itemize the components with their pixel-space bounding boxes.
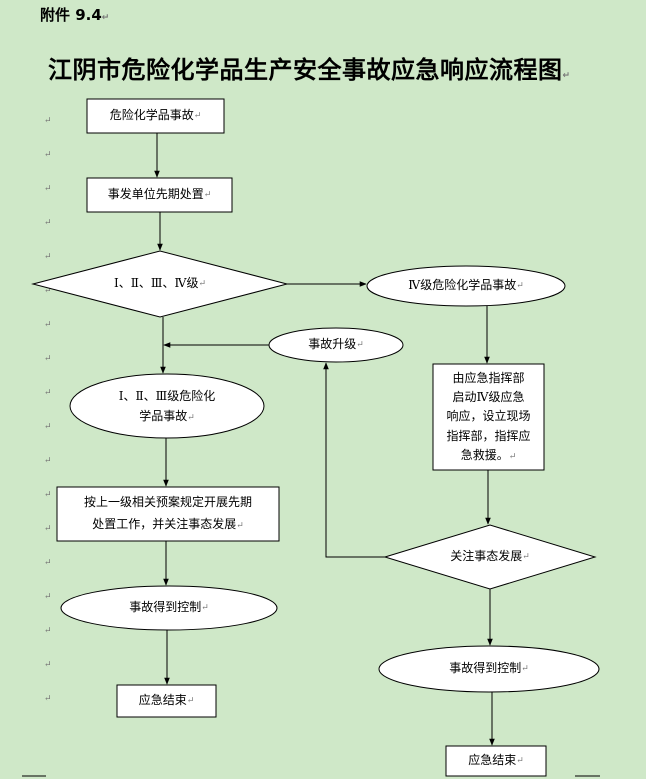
arrow-monitor-to-upgrade [323, 362, 385, 558]
level4-accident-label: Ⅳ级危险化学品事故↵ [408, 278, 524, 293]
level123-accident-label: Ⅰ、Ⅱ、Ⅲ级危险化 学品事故↵ [118, 388, 216, 423]
monitor-diamond [383, 524, 597, 590]
paragraph-mark: ↵ [44, 456, 52, 466]
paragraph-mark: ↵ [44, 422, 52, 432]
end-right-label: 应急结束↵ [468, 753, 524, 768]
paragraph-mark: ↵ [44, 286, 52, 296]
accident-label: 危险化学品事故↵ [109, 108, 202, 123]
paragraph-mark: ↵ [44, 320, 52, 330]
controlled-left-ellipse [60, 585, 278, 631]
paragraph-mark: ↵ [44, 592, 52, 602]
accident-box [86, 98, 225, 134]
paragraph-mark: ↵ [44, 524, 52, 534]
first-response-box [86, 177, 233, 213]
upgrade-label: 事故升级↵ [308, 337, 364, 352]
paragraph-mark: ↵ [44, 218, 52, 228]
controlled-right-label: 事故得到控制↵ [449, 661, 529, 676]
controlled-right-ellipse [378, 645, 600, 693]
paragraph-mark: ↵ [44, 626, 52, 636]
paragraph-mark: ↵ [44, 660, 52, 670]
paragraph-mark: ↵ [44, 150, 52, 160]
paragraph-mark: ↵ [44, 252, 52, 262]
level4-accident-ellipse [366, 265, 566, 307]
end-left-box [116, 684, 217, 718]
paragraph-mark: ↵ [44, 354, 52, 364]
end-left-label: 应急结束↵ [138, 693, 195, 708]
first-response-label: 事发单位先期处置↵ [107, 187, 212, 202]
paragraph-mark: ↵ [44, 490, 52, 500]
command-box [432, 363, 545, 471]
level123-accident-ellipse [69, 373, 265, 439]
paragraph-mark: ↵ [44, 184, 52, 194]
attachment-label: 附件 9.4↵ [40, 6, 110, 24]
page-title: 江阴市危险化学品生产安全事故应急响应流程图↵ [48, 56, 571, 84]
paragraph-mark: ↵ [44, 694, 52, 704]
higher-response-label: 按上一级相关预案规定开展先期 处置工作，并关注事态发展↵ [83, 495, 252, 531]
end-right-box [445, 745, 547, 777]
paragraph-mark: ↵ [44, 558, 52, 568]
monitor-label: 关注事态发展↵ [450, 549, 530, 564]
higher-response-box [56, 486, 280, 542]
controlled-left-label: 事故得到控制↵ [129, 600, 209, 615]
command-label: 由应急指挥部 启动Ⅳ级应急 响应，设立现场 指挥部，指挥应 急救援。↵ [446, 371, 531, 462]
paragraph-mark: ↵ [44, 388, 52, 398]
paragraph-mark: ↵ [44, 116, 52, 126]
level-decision-label: Ⅰ、Ⅱ、Ⅲ、Ⅳ级↵ [113, 276, 206, 291]
